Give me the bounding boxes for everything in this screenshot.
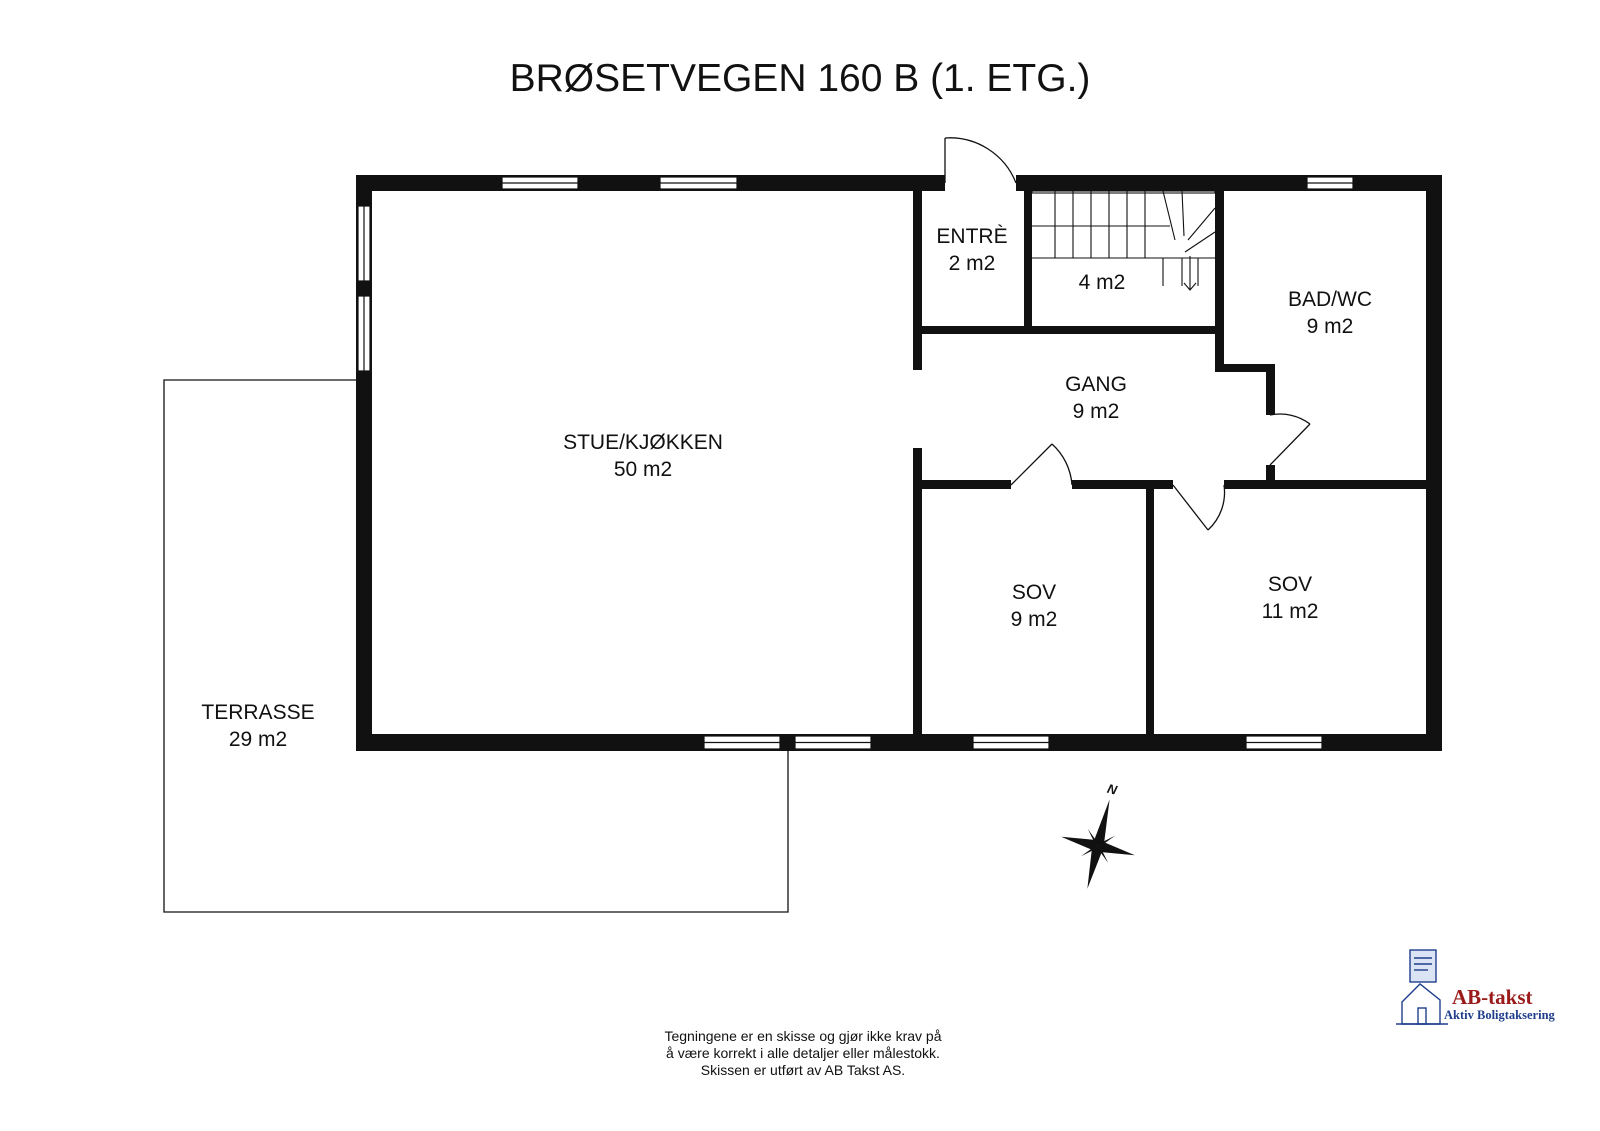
wall-east <box>1426 175 1442 751</box>
wall-sov-divider <box>1146 480 1154 740</box>
wall-stair-east <box>1215 191 1224 371</box>
wall-entre-south <box>913 326 1223 334</box>
wall-gang-south-a <box>913 480 1011 489</box>
wall-entre-east <box>1024 191 1032 329</box>
door-gang-sov1 <box>1010 443 1073 486</box>
room-name-gang: GANG <box>1065 373 1127 396</box>
walls <box>356 175 1442 751</box>
windows <box>357 176 1354 750</box>
room-name-bad: BAD/WC <box>1288 288 1372 311</box>
wall-south <box>356 734 1442 751</box>
room-labels: STUE/KJØKKEN 50 m2 ENTRÈ 2 m2 4 m2 BAD/W… <box>201 225 1372 751</box>
wall-north-west <box>356 175 945 191</box>
disclaimer: Tegningene er en skisse og gjør ikke kra… <box>664 1028 941 1078</box>
wall-openings <box>912 370 924 448</box>
wall-gang-south-b <box>1072 480 1173 489</box>
terrace-outline <box>163 379 789 913</box>
wall-stue-east <box>913 175 922 751</box>
door-gang-bad <box>1269 413 1311 466</box>
room-name-sov2: SOV <box>1268 573 1312 596</box>
room-area-stair: 4 m2 <box>1079 271 1126 294</box>
wall-gang-south-c <box>1224 480 1442 489</box>
room-area-sov2: 11 m2 <box>1262 600 1319 623</box>
house-icon <box>1396 949 1448 1025</box>
wall-bad-step-h <box>1215 364 1275 372</box>
room-name-stue: STUE/KJØKKEN <box>563 431 723 454</box>
room-area-sov1: 9 m2 <box>1011 608 1058 631</box>
room-area-gang: 9 m2 <box>1073 400 1120 423</box>
wall-bad-step-v <box>1266 364 1275 415</box>
disclaimer-line-2: å være korrekt i alle detaljer eller mål… <box>666 1045 940 1061</box>
logo-tagline: Aktiv Boligtaksering <box>1444 1008 1556 1022</box>
disclaimer-line-3: Skissen er utført av AB Takst AS. <box>701 1062 905 1078</box>
opening-jambs <box>913 362 922 456</box>
room-area-stue: 50 m2 <box>614 458 672 481</box>
wall-bad-lower <box>1266 465 1275 488</box>
ab-takst-logo: AB-takst Aktiv Boligtaksering <box>1396 949 1556 1025</box>
room-area-entre: 2 m2 <box>949 252 996 275</box>
door-entrance <box>944 137 1017 184</box>
door-gang-sov2 <box>1172 484 1226 531</box>
compass-rose-icon: N <box>1061 781 1135 889</box>
plan-title: BRØSETVEGEN 160 B (1. ETG.) <box>510 57 1091 100</box>
compass-north-label: N <box>1106 781 1119 798</box>
room-name-entre: ENTRÈ <box>936 225 1007 248</box>
room-area-terrasse: 29 m2 <box>229 728 287 751</box>
staircase <box>1031 190 1216 291</box>
room-name-sov1: SOV <box>1012 581 1056 604</box>
room-area-bad: 9 m2 <box>1307 315 1354 338</box>
room-name-terrasse: TERRASSE <box>201 701 314 724</box>
wall-north-east <box>1016 175 1442 191</box>
logo-name: AB-takst <box>1452 985 1533 1009</box>
disclaimer-line-1: Tegningene er en skisse og gjør ikke kra… <box>664 1028 941 1044</box>
doors <box>944 137 1311 531</box>
